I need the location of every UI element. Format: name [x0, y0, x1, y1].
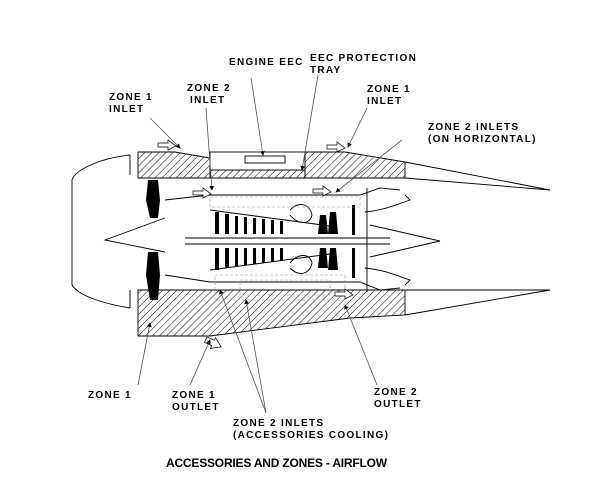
- label-zone2-outlet-1: ZONE 2: [374, 387, 418, 398]
- label-zone1: ZONE 1: [88, 390, 132, 401]
- fan-blades: [146, 180, 160, 300]
- core-engine: [164, 187, 401, 291]
- label-eec-protection-tray-1: EEC PROTECTION: [310, 53, 418, 64]
- label-zone1-inlet-right-1: ZONE 1: [367, 84, 411, 95]
- zone2-region: [209, 196, 361, 301]
- label-zone1-outlet-1: ZONE 1: [172, 390, 216, 401]
- upper-fan-cowl: [137, 151, 406, 179]
- spinner: [103, 217, 166, 253]
- label-zone2-inlets-horizontal-1: ZONE 2 INLETS: [428, 122, 520, 133]
- leader-lines: [137, 74, 403, 414]
- exhaust-sleeves: [404, 161, 551, 316]
- zone1-outlet-arrow: [204, 336, 222, 349]
- engine-eec-box: [244, 155, 286, 164]
- label-zone2-inlets-accessories-2: (ACCESSORIES COOLING): [233, 430, 390, 441]
- zone2-outlet-arrow: [334, 288, 354, 300]
- label-zone1-inlet-left-1: ZONE 1: [109, 92, 153, 103]
- lower-fan-cowl: [137, 289, 406, 337]
- label-zone2-outlet-2: OUTLET: [374, 399, 422, 410]
- label-zone2-inlet-2: INLET: [190, 95, 226, 106]
- zone1-inlet-left-arrow: [157, 139, 177, 151]
- zone2-horizontal-arrow: [312, 185, 332, 197]
- exhaust-nozzle: [364, 188, 441, 292]
- zone2-inlet-arrow: [192, 187, 212, 199]
- label-zone1-inlet-left-2: INLET: [109, 104, 145, 115]
- label-zone2-inlets-accessories-1: ZONE 2 INLETS: [233, 418, 325, 429]
- label-zone1-inlet-right-2: INLET: [367, 96, 403, 107]
- label-eec-protection-tray-2: TRAY: [310, 65, 342, 76]
- label-engine-eec: ENGINE EEC: [229, 57, 304, 68]
- label-zone2-inlets-horizontal-2: (ON HORIZONTAL): [428, 134, 537, 145]
- figure-title: ACCESSORIES AND ZONES - AIRFLOW: [166, 456, 387, 470]
- label-zone1-outlet-2: OUTLET: [172, 402, 220, 413]
- inlet-cowl: [71, 154, 131, 309]
- label-zone2-inlet-1: ZONE 2: [187, 83, 231, 94]
- zone1-inlet-right-arrow: [326, 141, 346, 153]
